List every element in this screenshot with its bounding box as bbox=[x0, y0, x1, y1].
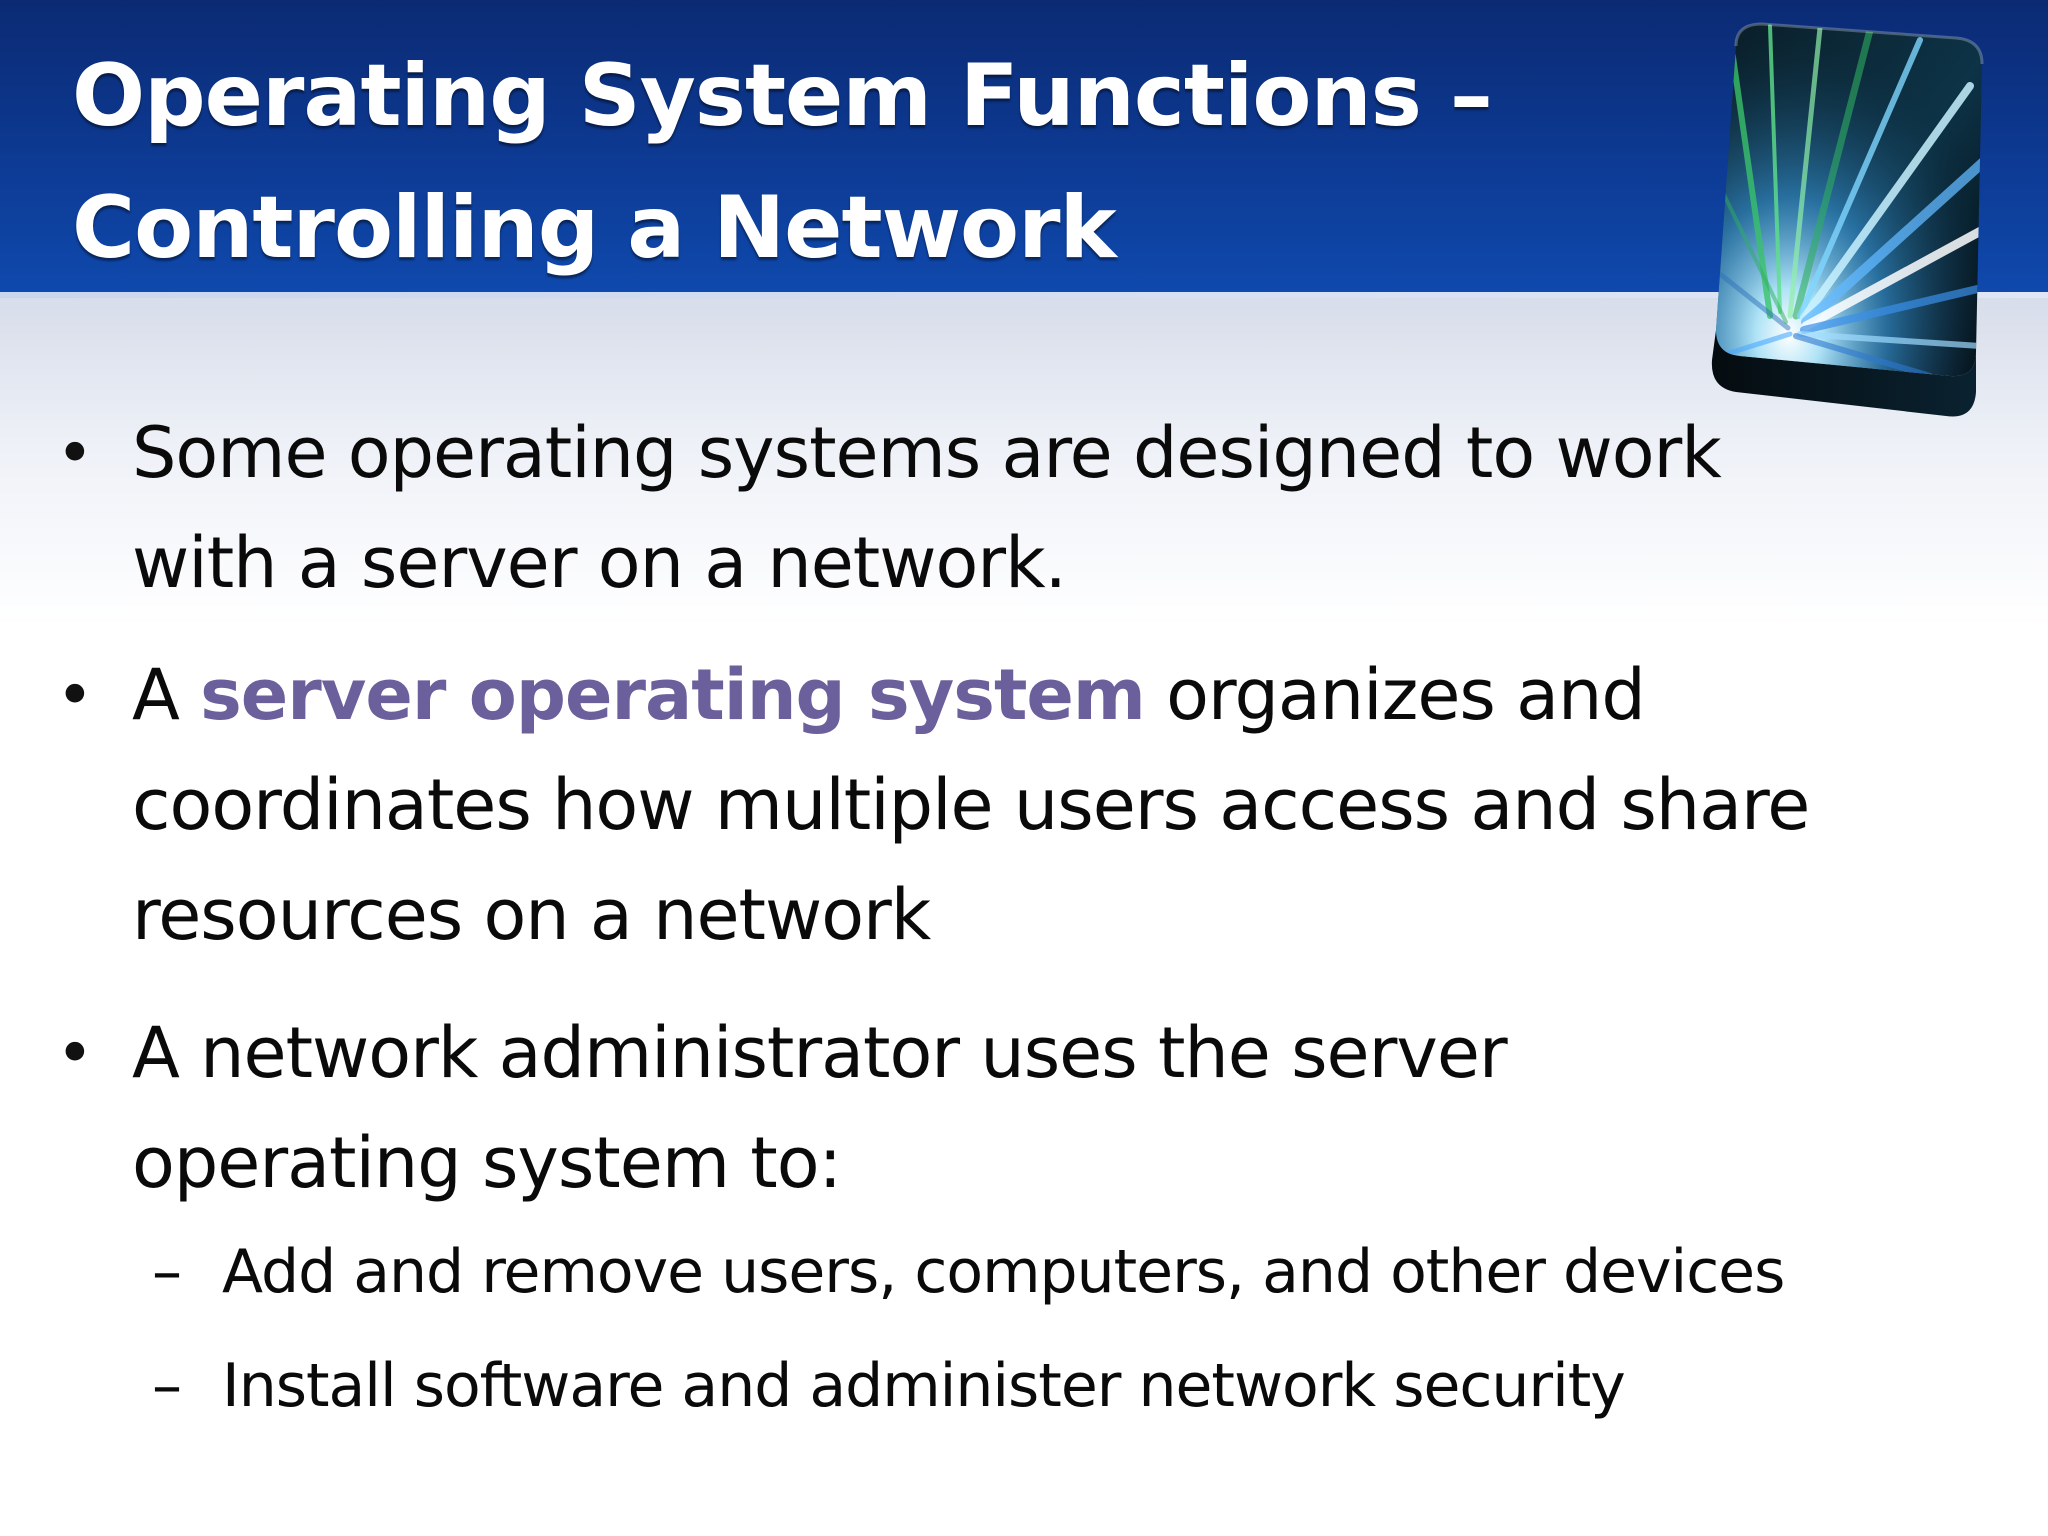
bullet-2-prefix: A bbox=[132, 654, 201, 736]
bullet-2-suffix: organizes and bbox=[1144, 654, 1646, 736]
bullet-1-line-1: Some operating systems are designed to w… bbox=[132, 412, 1722, 494]
bullet-3-line-1: A network administrator uses the server bbox=[132, 1012, 1508, 1094]
slide-title: Operating System Functions – Controlling… bbox=[72, 30, 1632, 294]
slide-title-line-1: Operating System Functions – bbox=[72, 46, 1493, 146]
title-band bbox=[0, 0, 2048, 298]
bullet-2-line-2: coordinates how multiple users access an… bbox=[132, 764, 1810, 846]
slide-title-line-2: Controlling a Network bbox=[72, 178, 1117, 278]
subitem-2: Install software and administer network … bbox=[222, 1351, 1626, 1421]
bullet-marker: • bbox=[56, 417, 94, 491]
bullet-marker: • bbox=[56, 1017, 94, 1091]
bullet-2-emphasis-term: server operating system bbox=[200, 654, 1146, 736]
bullet-marker: • bbox=[56, 659, 94, 733]
title-glow bbox=[0, 298, 2048, 628]
light-streak-cube-icon bbox=[1711, 22, 1984, 417]
subitem-dash: – bbox=[152, 1351, 182, 1421]
bullet-2-line-1: A server operating system organizes and bbox=[132, 640, 1646, 750]
subitem-dash: – bbox=[152, 1237, 182, 1307]
bullet-2-line-3: resources on a network bbox=[132, 874, 931, 956]
subitem-1: Add and remove users, computers, and oth… bbox=[222, 1237, 1785, 1307]
bullet-1-line-2: with a server on a network. bbox=[132, 522, 1067, 604]
bullet-3-line-2: operating system to: bbox=[132, 1122, 842, 1204]
